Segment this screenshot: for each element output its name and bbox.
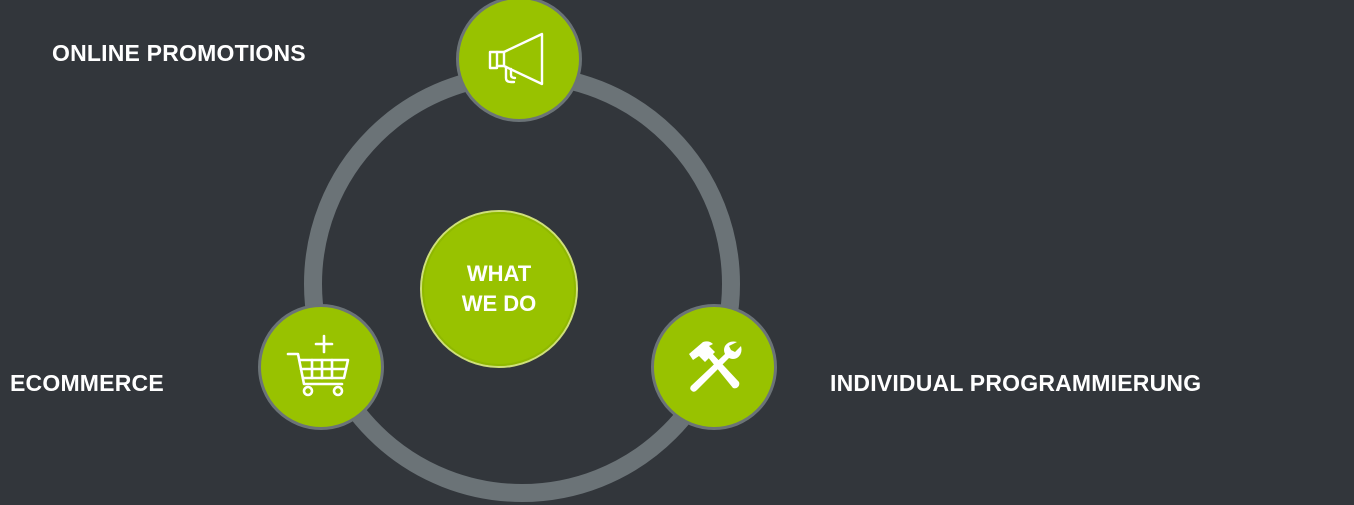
center-title-line1: WHAT [466,261,532,286]
center-title-line2: WE DO [461,291,537,316]
hammer-wrench-icon [689,341,742,392]
shopping-cart-add-icon [286,334,350,397]
label-ecommerce: ECOMMERCE [10,370,164,396]
node-individual-programmierung[interactable] [651,304,777,430]
label-online-promotions: ONLINE PROMOTIONS [52,40,306,66]
center-circle: WHAT WE DO [422,212,576,366]
node-ecommerce[interactable] [258,304,384,430]
node-online-promotions[interactable] [456,0,582,122]
megaphone-icon [488,32,544,86]
label-individual-programmierung: INDIVIDUAL PROGRAMMIERUNG [830,370,1202,396]
